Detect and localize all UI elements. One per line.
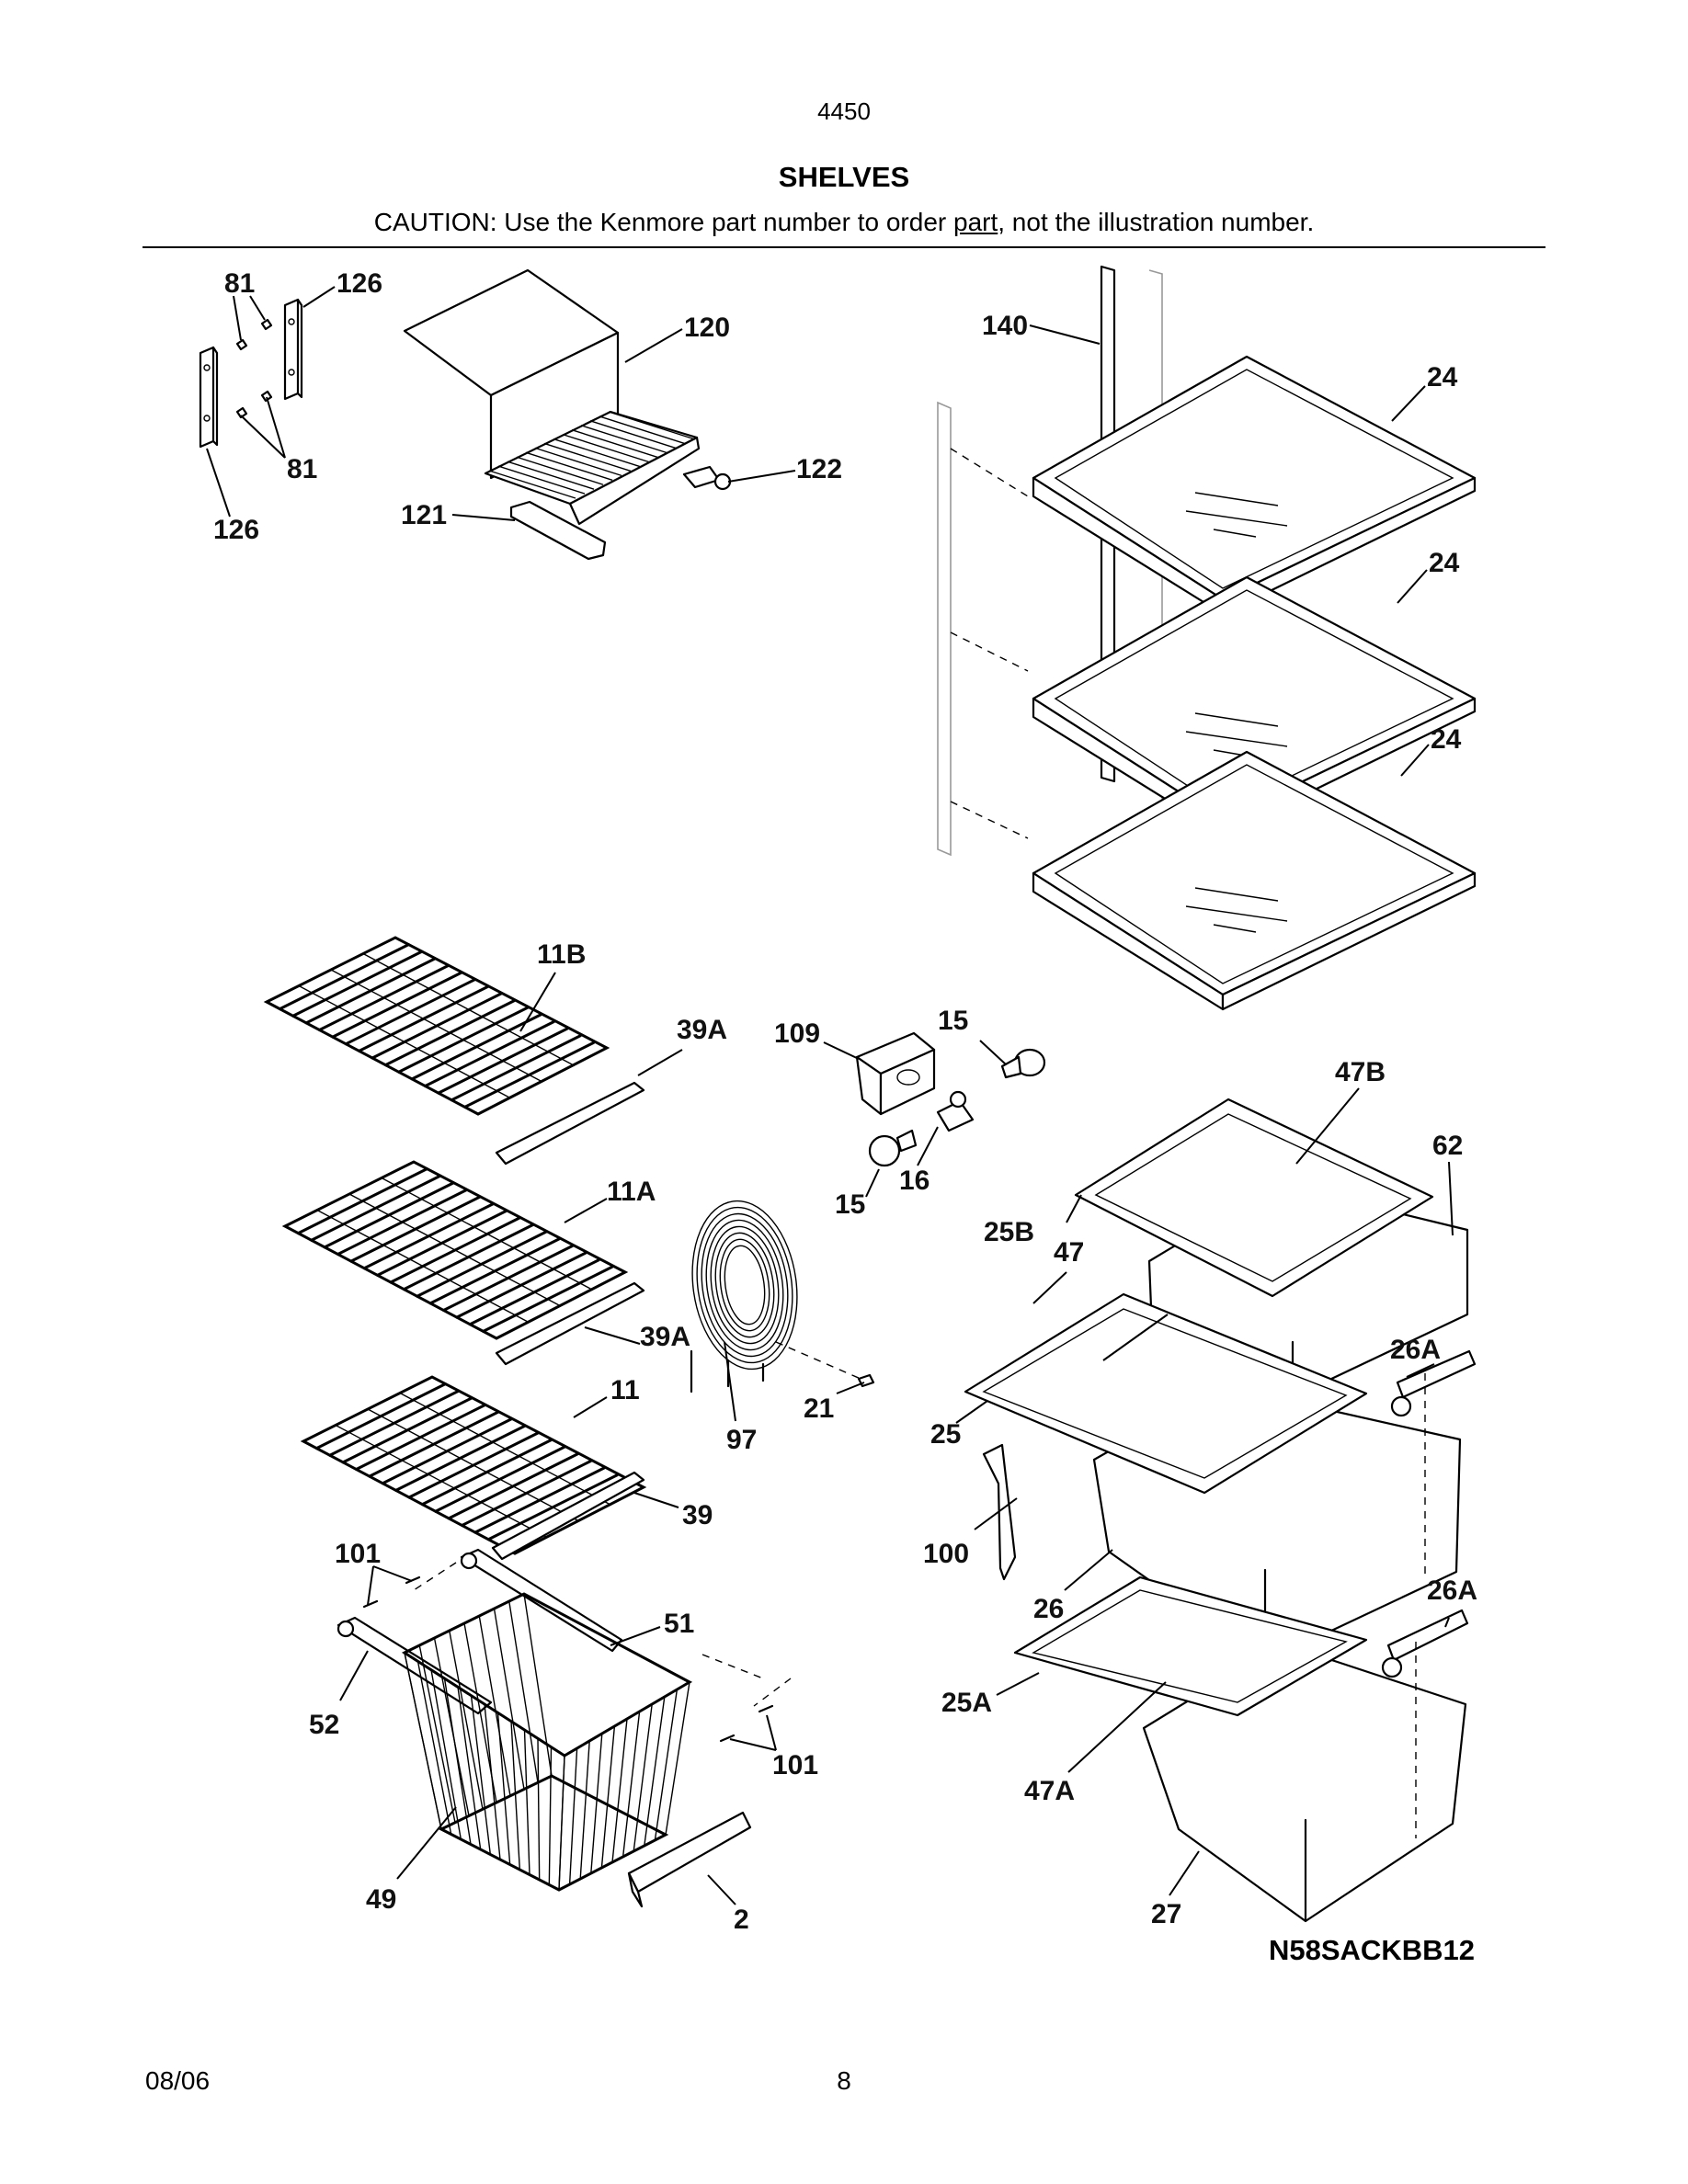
leader-lines-11-39: [519, 972, 683, 1508]
light-bulb-15-lower: [868, 1129, 918, 1167]
callout-26A: 26A: [1427, 1575, 1477, 1606]
wire-shelf-3: [300, 1375, 647, 1555]
wire-harness-97: [690, 1200, 798, 1393]
callout-25: 25: [930, 1419, 961, 1450]
basket-front-2: [627, 1811, 752, 1908]
callout-39A: 39A: [677, 1015, 727, 1045]
callout-81: 81: [224, 268, 255, 299]
bracket-26A-lower: [1381, 1609, 1469, 1678]
footer-date: 08/06: [145, 2066, 211, 2095]
callout-51: 51: [664, 1609, 694, 1639]
screws-101: [362, 1575, 774, 1743]
basket-rail-52: [336, 1616, 493, 1715]
diagram-code: N58SACKBB12: [1269, 1934, 1475, 1966]
leader-lines-light: [823, 1040, 1007, 1198]
wire-shelf-2: [281, 1160, 629, 1340]
light-shield-109: [855, 1031, 936, 1116]
callout-101: 101: [772, 1750, 818, 1780]
callout-126: 126: [336, 268, 382, 299]
callout-15: 15: [938, 1006, 968, 1036]
callout-47B: 47B: [1335, 1057, 1386, 1087]
callout-52: 52: [309, 1710, 339, 1740]
trim-39: [491, 1471, 645, 1561]
callout-15: 15: [835, 1189, 865, 1220]
callout-81: 81: [287, 454, 317, 484]
bracket-26A-upper: [1390, 1349, 1477, 1417]
leader-lines-140-24: [950, 324, 1430, 839]
callout-21: 21: [804, 1393, 834, 1424]
light-socket-16: [936, 1090, 975, 1132]
callout-11: 11: [610, 1375, 640, 1405]
header-divider: [143, 246, 1545, 248]
leader-lines-97-21: [724, 1341, 865, 1422]
callout-24: 24: [1429, 548, 1460, 578]
rail-121: [509, 500, 607, 561]
callout-labels: 81 126 81 126 120 122 121 140 24 24 24 1…: [213, 268, 1477, 1935]
trim-39A-lower: [495, 1281, 645, 1366]
callout-109: 109: [774, 1018, 820, 1049]
model-number: 4450: [817, 97, 871, 125]
wire-shelf-1: [263, 936, 610, 1116]
leader-lines-120-121-122: [451, 328, 796, 521]
caution-note: CAUTION: Use the Kenmore part number to …: [0, 208, 1688, 237]
callout-47A: 47A: [1024, 1776, 1075, 1806]
crisper-cover-47: [964, 1292, 1368, 1495]
callout-2: 2: [734, 1905, 749, 1935]
screws-81: [235, 318, 273, 419]
callout-25A: 25A: [941, 1688, 992, 1718]
caution-text: CAUTION: Use the Kenmore part number to …: [373, 208, 953, 236]
glass-shelf-1: [1032, 355, 1477, 616]
callout-122: 122: [796, 454, 842, 484]
callout-140: 140: [982, 311, 1028, 341]
callout-97: 97: [726, 1425, 757, 1455]
freezer-basket-49: [401, 1592, 693, 1892]
callout-47: 47: [1054, 1237, 1084, 1268]
leader-lines-basket: [339, 1562, 792, 1905]
page-number: 8: [837, 2066, 851, 2095]
leader-lines-81-126: [206, 286, 336, 518]
callout-39: 39: [682, 1500, 713, 1530]
callout-101: 101: [335, 1539, 381, 1569]
callout-25B: 25B: [984, 1217, 1034, 1247]
callout-16: 16: [899, 1166, 930, 1196]
caution-underlined-word: part: [953, 208, 998, 236]
callout-39A: 39A: [640, 1322, 690, 1352]
keeper-cover-47B: [1074, 1098, 1434, 1298]
pin-122: [682, 465, 732, 491]
section-title: SHELVES: [778, 161, 910, 193]
callout-11A: 11A: [607, 1177, 656, 1207]
wire-shelves-11: [263, 936, 647, 1555]
basket-rail-51: [460, 1548, 623, 1653]
deli-drawer-120: [403, 268, 701, 526]
light-bulb-15-upper: [1000, 1048, 1046, 1079]
leader-lines-crispers: [955, 1087, 1454, 1896]
screw-21: [775, 1341, 875, 1388]
bracket-126-right: [283, 298, 303, 401]
callout-126: 126: [213, 515, 259, 545]
caution-text-end: , not the illustration number.: [998, 208, 1315, 236]
callout-24: 24: [1427, 362, 1458, 392]
glass-shelves-24: [1032, 355, 1477, 1011]
glass-shelf-3: [1032, 750, 1477, 1011]
callout-121: 121: [401, 500, 447, 530]
callout-26: 26: [1033, 1594, 1064, 1624]
callout-26A: 26A: [1390, 1335, 1441, 1365]
callout-100: 100: [923, 1539, 969, 1569]
callout-120: 120: [684, 313, 730, 343]
bracket-126-left: [199, 346, 219, 449]
trim-39A-upper: [495, 1081, 645, 1166]
callout-49: 49: [366, 1884, 396, 1915]
crisper-cover-47A: [1013, 1575, 1368, 1717]
callout-11B: 11B: [537, 939, 586, 970]
callout-27: 27: [1151, 1899, 1181, 1929]
callout-62: 62: [1432, 1131, 1463, 1161]
callout-24: 24: [1431, 724, 1462, 755]
